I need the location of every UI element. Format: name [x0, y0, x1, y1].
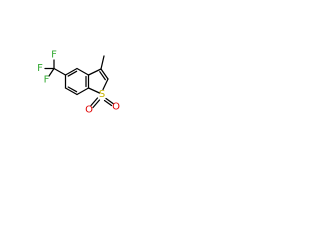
bond-c5-cf3: [53, 67, 67, 76]
bond-ring-c3a-c4: [76, 67, 90, 76]
bond-double-c4-c5: [67, 70, 78, 77]
bond-ring-c4-c5: [64, 67, 78, 76]
fluorine-atom-label-bottom: F: [44, 75, 50, 86]
bond-s-o-right-a: [105, 97, 114, 105]
bond-ring-c6-c7: [64, 87, 78, 96]
bond-s-o-left-b: [92, 99, 101, 109]
structure-canvas: S O O F F F: [0, 0, 152, 152]
bond-double-c6-c7: [67, 86, 78, 93]
oxygen-atom-label-left: O: [85, 105, 93, 116]
bond-s-o-right-b: [103, 99, 113, 107]
bond-c7a-s1: [87, 87, 101, 94]
bond-c3-c3a: [87, 68, 102, 76]
bond-s-o-left-a: [90, 97, 99, 107]
bond-cf3-f-bottom: [48, 67, 55, 77]
molecule-drawing: S O O F F F: [37, 50, 120, 116]
sulfur-atom-label: S: [99, 89, 105, 100]
oxygen-atom-label-right: O: [112, 102, 120, 113]
bond-c3-methyl: [100, 55, 105, 70]
bond-double-c2-c3: [99, 71, 106, 81]
fluorine-atom-label-top: F: [51, 50, 57, 61]
bond-s1-c2: [102, 78, 109, 91]
bond-ring-c7-c7a: [76, 87, 90, 96]
fluorine-atom-label-left: F: [37, 63, 43, 74]
bond-c2-c3: [100, 68, 109, 80]
